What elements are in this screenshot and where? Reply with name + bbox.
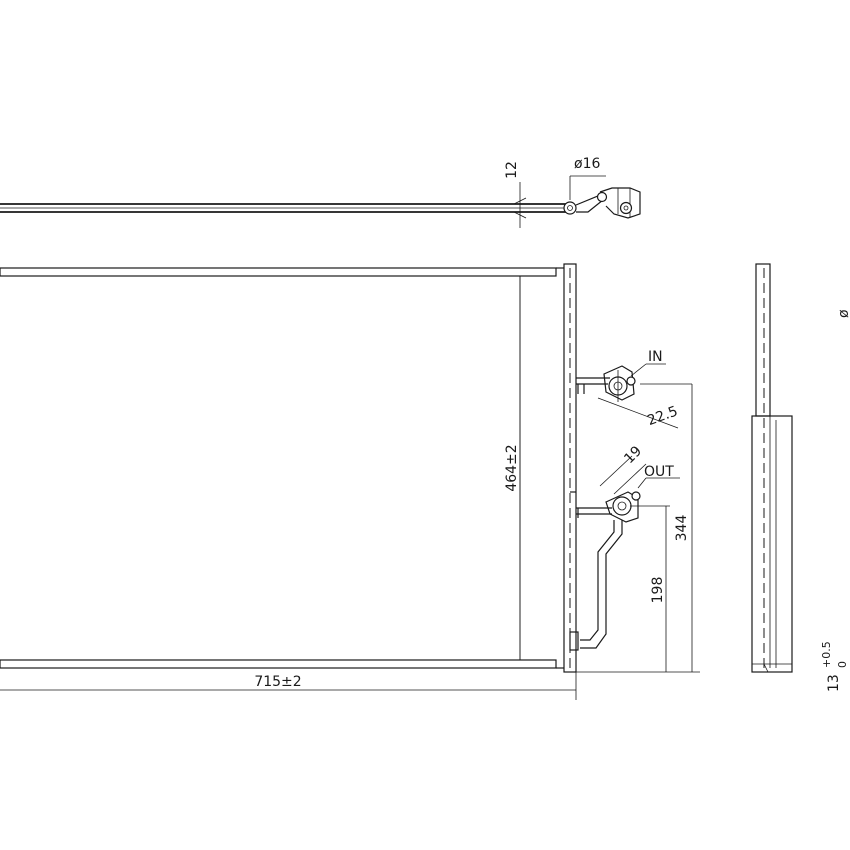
- side-view: 13 +0.5 0 ø: [751, 263, 850, 692]
- top-view-dim-tick-a: [513, 197, 527, 205]
- outlet-block: [605, 491, 639, 523]
- top-view-block: [599, 187, 641, 219]
- top-view-fitting-left: [563, 201, 577, 215]
- outlet-port: [612, 496, 632, 516]
- side-view-tolerance-upper: +0.5: [820, 641, 833, 668]
- top-view-diameter-label: ø16: [574, 156, 600, 172]
- inlet-offset-label: 22.5: [645, 403, 680, 429]
- pipe-height-label: 198: [650, 577, 666, 604]
- outlet-fitting: [576, 491, 641, 523]
- front-view: 464±2 715±2 IN 22.5: [0, 263, 700, 700]
- outlet-pipe-outer: [580, 520, 615, 641]
- side-view-tolerance-label: 13: [826, 674, 842, 692]
- top-view: 12 ø16: [0, 156, 641, 228]
- front-view-top-tank: [0, 267, 557, 277]
- top-view-thickness-label: 12: [504, 161, 520, 179]
- front-view-width-label: 715±2: [254, 674, 301, 690]
- outlet-label: OUT: [644, 464, 674, 480]
- side-view-partial-label: ø: [836, 309, 850, 318]
- inlet-fitting: [576, 365, 636, 402]
- inlet-block: [603, 365, 635, 401]
- front-view-height-label: 464±2: [504, 444, 520, 491]
- top-view-dim-tick-b: [513, 211, 527, 219]
- side-view-body: [751, 415, 793, 673]
- front-view-bottom-tank: [0, 659, 557, 669]
- front-view-header-tank: [563, 263, 577, 673]
- inlet-offset-dim-line: [597, 397, 679, 429]
- top-view-fitting: [563, 187, 641, 219]
- outlet-height-label: 344: [674, 515, 690, 542]
- top-view-fitting-right: [619, 201, 633, 215]
- outlet-pipe-inner: [580, 520, 623, 649]
- outlet-offset-label: 19: [621, 443, 645, 467]
- inlet-label: IN: [648, 349, 663, 365]
- side-view-upper-tank: [755, 263, 771, 417]
- side-view-tolerance-lower: 0: [836, 661, 849, 668]
